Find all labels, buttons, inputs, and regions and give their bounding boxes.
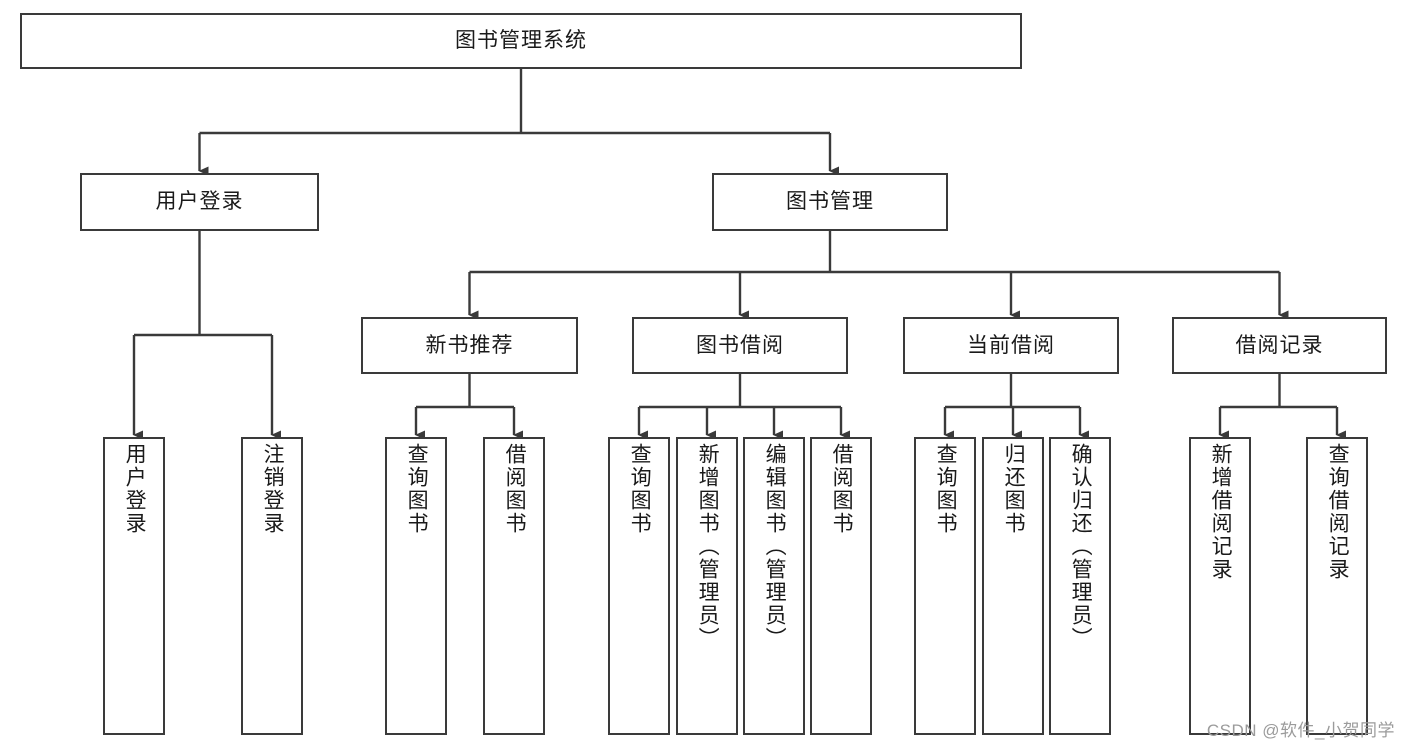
node-leaf-cb-query-book[interactable]: 查询图书: [914, 437, 976, 735]
node-label: 确认归还（管理员）: [1069, 443, 1093, 650]
node-leaf-bb-edit-book[interactable]: 编辑图书（管理员）: [743, 437, 805, 735]
node-borrow-record[interactable]: 借阅记录: [1172, 317, 1387, 374]
node-leaf-bb-add-book[interactable]: 新增图书（管理员）: [676, 437, 738, 735]
node-label: 用户登录: [155, 190, 244, 214]
node-leaf-bb-borrow-book[interactable]: 借阅图书: [810, 437, 872, 735]
node-book-borrow[interactable]: 图书借阅: [632, 317, 848, 374]
node-leaf-rec-query-book[interactable]: 查询图书: [385, 437, 447, 735]
node-label: 新增借阅记录: [1209, 443, 1233, 581]
node-label: 图书管理: [786, 190, 874, 214]
node-label: 当前借阅: [967, 333, 1055, 357]
node-label: 查询图书: [405, 443, 429, 535]
node-leaf-logout[interactable]: 注销登录: [241, 437, 303, 735]
node-leaf-user-login[interactable]: 用户登录: [103, 437, 165, 735]
node-leaf-bb-query-book[interactable]: 查询图书: [608, 437, 670, 735]
node-leaf-rec-borrow-book[interactable]: 借阅图书: [483, 437, 545, 735]
node-leaf-cb-confirm-return[interactable]: 确认归还（管理员）: [1049, 437, 1111, 735]
watermark: CSDN @软件_小贺同学: [1206, 721, 1395, 740]
node-label: 注销登录: [261, 443, 285, 535]
node-leaf-br-add-record[interactable]: 新增借阅记录: [1189, 437, 1251, 735]
node-current-borrow[interactable]: 当前借阅: [903, 317, 1119, 374]
node-label: 新书推荐: [425, 333, 514, 357]
node-new-book-rec[interactable]: 新书推荐: [361, 317, 578, 374]
node-label: 编辑图书（管理员）: [763, 443, 787, 650]
node-leaf-cb-return-book[interactable]: 归还图书: [982, 437, 1044, 735]
node-label: 借阅图书: [830, 443, 854, 535]
node-label: 新增图书（管理员）: [696, 443, 720, 650]
node-label: 借阅记录: [1235, 333, 1324, 357]
node-label: 查询借阅记录: [1326, 443, 1350, 581]
node-label: 归还图书: [1002, 443, 1026, 535]
node-label: 用户登录: [123, 443, 147, 535]
node-root[interactable]: 图书管理系统: [20, 13, 1022, 69]
node-label: 借阅图书: [503, 443, 527, 535]
node-label: 查询图书: [934, 443, 958, 535]
node-label: 查询图书: [628, 443, 652, 535]
node-user-login[interactable]: 用户登录: [80, 173, 319, 231]
node-book-manage[interactable]: 图书管理: [712, 173, 948, 231]
node-leaf-br-query-record[interactable]: 查询借阅记录: [1306, 437, 1368, 735]
node-label: 图书借阅: [696, 333, 784, 357]
node-label: 图书管理系统: [455, 29, 587, 53]
